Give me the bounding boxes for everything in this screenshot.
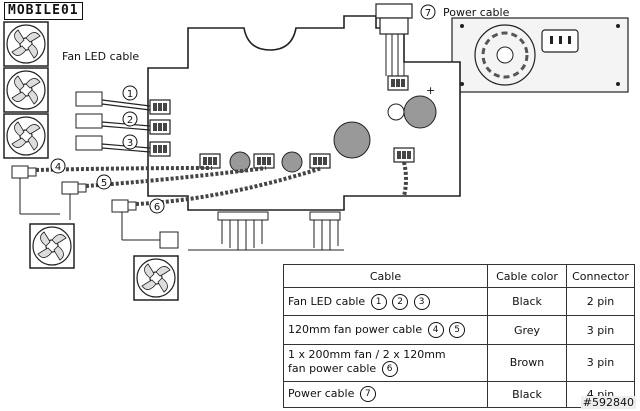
marker-4: 4 [50,158,66,174]
plug-icon-4 [11,165,37,179]
cable-marker: 2 [392,293,409,310]
header-cable-color: Cable color [487,264,567,288]
cable-color: Black [487,380,567,409]
svg-text:+: + [426,84,435,97]
fan-icon-bottom-left [29,223,75,269]
cable-name: 120mm fan power cable [288,323,423,337]
header-connector: Connector [566,264,635,288]
fan-icon-top [3,21,49,67]
plug-icon-5 [61,181,87,195]
fan-icon-bottom-center [133,255,179,301]
cable-color: Brown [487,343,567,382]
bottom-wires [188,220,344,251]
cable-marker: 4 [427,322,444,339]
cable-marker: 7 [359,386,376,403]
watermark: #592840 [580,396,636,409]
cable-marker: 3 [413,293,430,310]
cable-marker: 5 [449,322,466,339]
led-header-3 [149,141,171,157]
marker-2: 2 [122,111,138,127]
header-cable: Cable [283,264,488,288]
cable-name: Power cable [288,387,355,401]
power-cable-label: Power cable [443,6,510,19]
cable-name: Fan LED cable [288,294,366,308]
table-row: 120mm fan power cable 4 5 Grey 3 pin [283,315,635,345]
led-header-2 [149,119,171,135]
marker-1: 1 [122,85,138,101]
plug-icon-6 [111,199,137,213]
fan-led-cable-label: Fan LED cable [62,50,139,63]
led-header-1 [149,99,171,115]
power-header [387,75,409,91]
fan-header-c [309,153,331,169]
svg-text:6: 6 [154,202,160,213]
cable-name-line1: 1 x 200mm fan / 2 x 120mm [288,348,446,362]
marker-5: 5 [96,174,112,190]
fan-header-a [199,153,221,169]
svg-text:2: 2 [127,115,133,126]
svg-text:7: 7 [425,8,431,19]
cable-marker: 1 [370,293,387,310]
fan-header-right [393,147,415,163]
fan-icon-mid [3,67,49,113]
marker-3: 3 [122,134,138,150]
led-cables [75,91,151,153]
marker-6: 6 [149,198,165,214]
svg-text:4: 4 [55,162,61,173]
connector: 2 pin [566,286,635,317]
fan-icon-low [3,113,49,159]
cable-table: Cable Cable color Connector Fan LED cabl… [283,264,635,409]
table-row: 1 x 200mm fan / 2 x 120mm fan power cabl… [283,343,635,382]
psu-illustration [451,17,629,93]
power-plug [375,3,413,76]
controller-board: + [147,15,461,221]
marker-7: 7 [420,4,436,20]
connector: 3 pin [566,315,635,345]
connector: 3 pin [566,343,635,382]
table-header-row: Cable Cable color Connector [283,264,635,288]
cable-color: Grey [487,315,567,345]
cable-color: Black [487,286,567,317]
svg-text:1: 1 [127,89,133,100]
cable-marker: 6 [381,361,398,378]
svg-text:3: 3 [127,138,133,149]
cable-name-line2: fan power cable [288,362,377,376]
svg-text:5: 5 [101,178,107,189]
table-row: Fan LED cable 1 2 3 Black 2 pin [283,286,635,317]
fan-header-b [253,153,275,169]
site-logo: MOBILE01 [4,2,83,20]
